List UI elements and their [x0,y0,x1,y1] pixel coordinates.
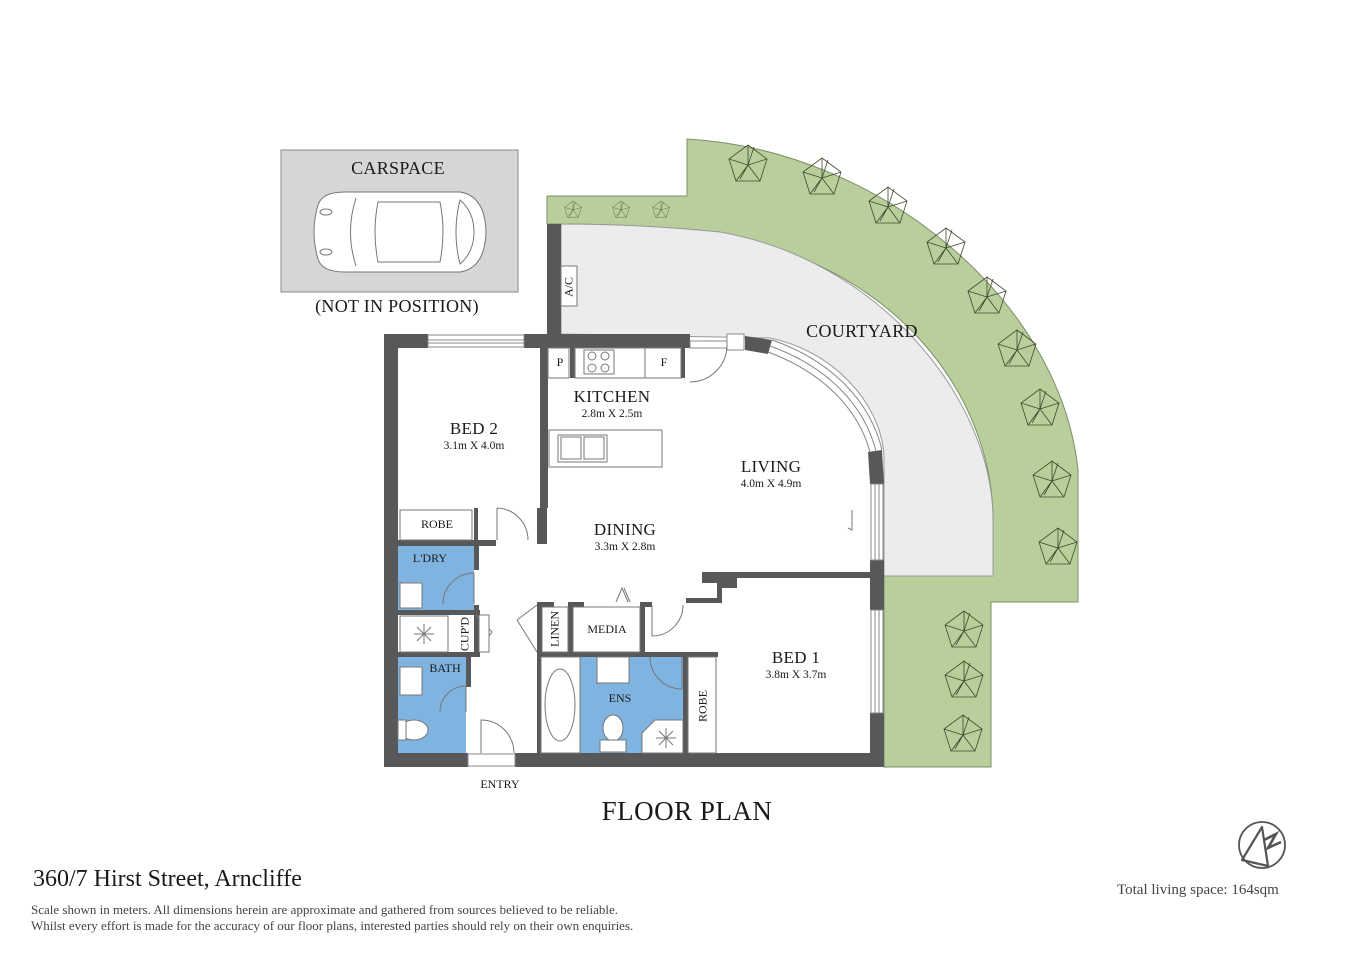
kitchen-fixtures [547,347,682,468]
property-address: 360/7 Hirst Street, Arncliffe [33,866,302,892]
room-dimensions: 2.8m X 2.5m [581,408,643,420]
north-arrow-icon [1238,821,1286,869]
room-name: LIVING [740,457,802,476]
laundry-label: L'DRY [412,551,448,565]
tree-icons [564,144,1078,752]
entry-label: ENTRY [480,777,520,791]
floor-plan-title: FLOOR PLAN [601,796,773,826]
room-bed2: BED 2 3.1m X 4.0m [444,419,505,452]
media-label: MEDIA [587,622,627,636]
cupboard-label: CUP'D [457,616,472,652]
walls [384,224,884,767]
carspace-label: CARSPACE [351,158,445,178]
doors [439,344,853,754]
ac-unit [560,265,578,307]
curved-window [771,339,883,451]
room-dimensions: 3.3m X 2.8m [594,541,656,553]
carspace-note: (NOT IN POSITION) [315,296,479,316]
room-dining: DINING 3.3m X 2.8m [594,520,656,553]
bath-label: BATH [429,661,461,675]
room-bed1: BED 1 3.8m X 3.7m [766,648,827,681]
room-dimensions: 3.8m X 3.7m [765,669,827,681]
ensuite-label: ENS [608,691,632,705]
robe-bed2-label: ROBE [420,517,454,531]
room-kitchen: KITCHEN 2.8m X 2.5m [574,387,651,420]
courtyard-area [560,223,994,577]
room-name: KITCHEN [573,387,651,406]
windows [427,333,884,767]
room-name: BED 2 [449,419,499,438]
room-living: LIVING 4.0m X 4.9m [741,457,802,490]
fridge-label: F [660,355,668,369]
interior-floor [384,334,878,767]
pantry-label: P [556,355,564,369]
disclaimer-line-1: Scale shown in meters. All dimensions he… [31,902,618,917]
courtyard-label: COURTYARD [806,321,918,341]
sanitary-fixtures [397,582,684,754]
room-name: BED 1 [771,648,821,667]
disclaimer-line-2: Whilst every effort is made for the accu… [31,918,634,933]
room-dimensions: 4.0m X 4.9m [740,478,802,490]
robe-bed1-label: ROBE [695,689,710,723]
closets [399,509,717,754]
room-name: DINING [593,520,657,539]
total-living-space: Total living space: 164sqm [1117,882,1279,898]
ac-label: A/C [561,276,576,298]
linen-label: LINEN [547,611,562,647]
room-dimensions: 3.1m X 4.0m [443,440,505,452]
car-icon [313,191,487,273]
